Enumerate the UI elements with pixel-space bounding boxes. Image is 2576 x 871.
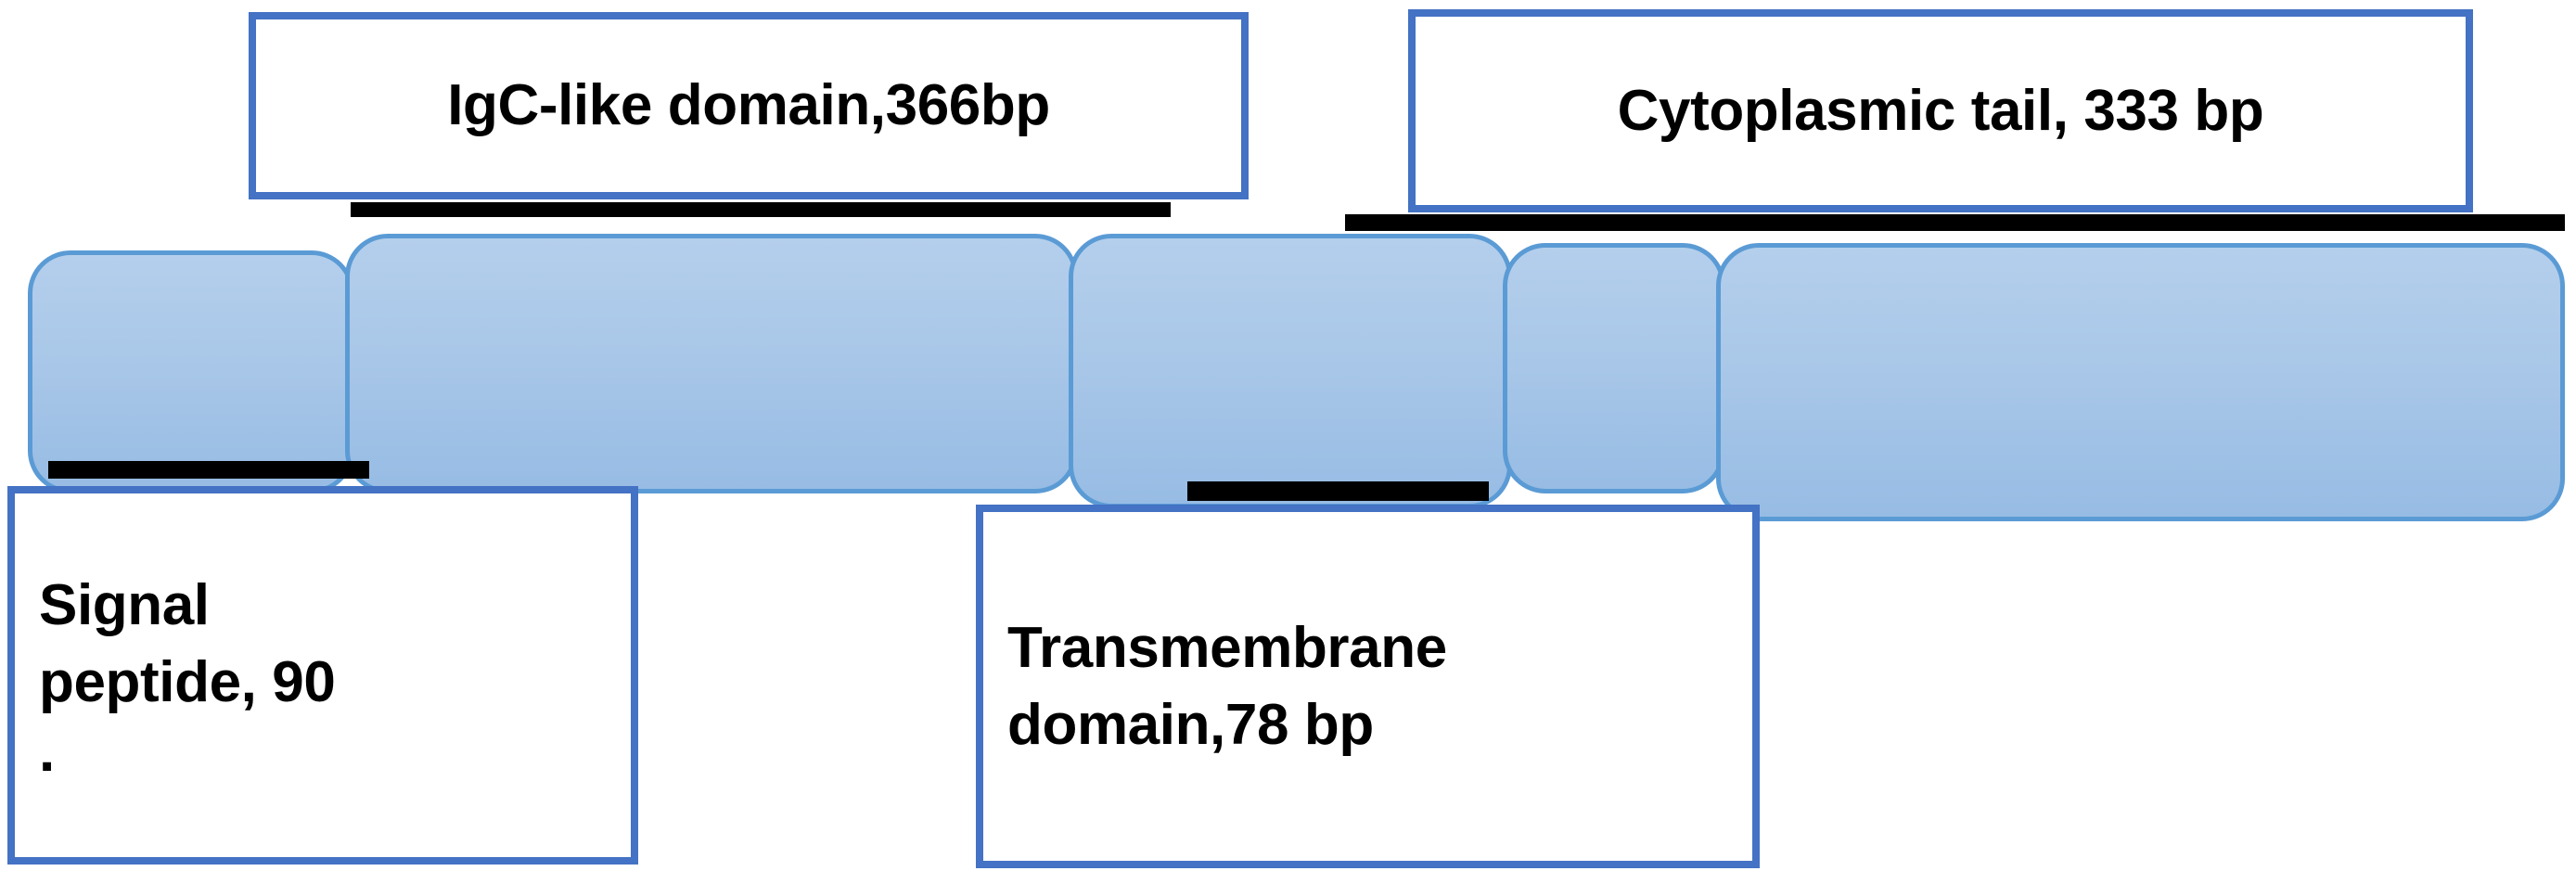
signal-peptide-label-line-2: peptide, 90 [39,649,336,714]
signal-peptide-label-line-1: Signal [39,572,210,637]
cytoplasmic-connector-bar [1345,214,2565,231]
transmembrane-domain-label-line-2: domain,78 bp [1007,693,1374,757]
protein-segment-5 [1716,243,2565,521]
igc-like-domain-label-box: IgC-like domain,366bp [249,12,1249,199]
protein-segment-4 [1503,243,1725,493]
protein-segment-1 [28,250,354,493]
transmembrane-connector-bar [1187,481,1489,501]
signal-peptide-connector-bar [48,461,369,479]
transmembrane-domain-label-line-1: Transmembrane [1007,615,1447,680]
igc-connector-bar [351,202,1171,217]
cytoplasmic-tail-label-text: Cytoplasmic tail, 333 bp [1617,78,2264,143]
protein-segment-2 [345,234,1078,493]
igc-like-domain-label-text: IgC-like domain,366bp [447,73,1050,138]
cytoplasmic-tail-label-box: Cytoplasmic tail, 333 bp [1408,9,2473,212]
signal-peptide-label-line-3: . [39,719,55,784]
transmembrane-domain-label-box: Transmembrane domain,78 bp [976,505,1760,868]
signal-peptide-label-box: Signal peptide, 90 . [7,486,638,865]
protein-segment-3 [1069,234,1512,508]
